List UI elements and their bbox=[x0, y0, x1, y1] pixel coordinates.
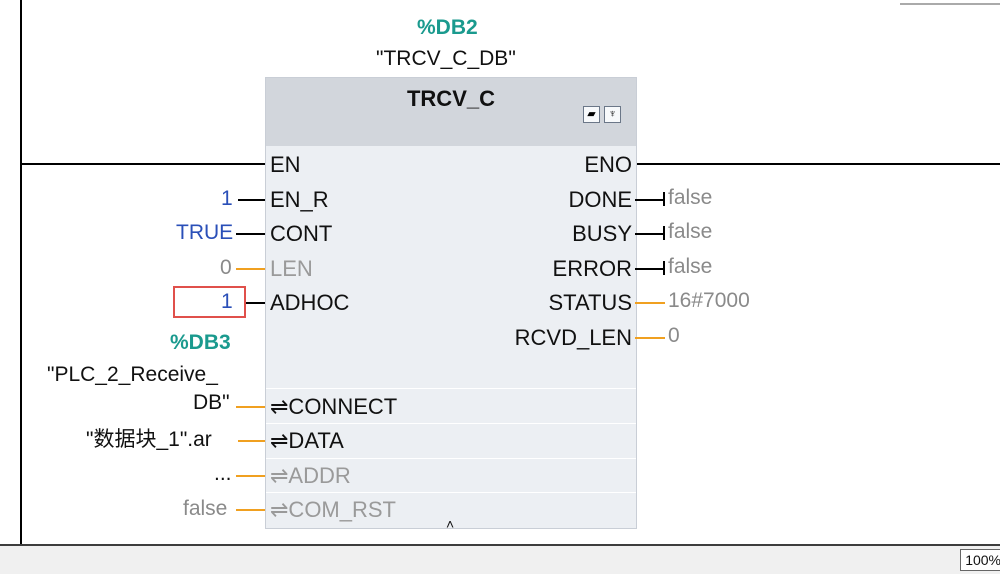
done-wire bbox=[635, 199, 665, 201]
connect-wire bbox=[236, 406, 265, 408]
pin-addr[interactable]: ⇌ADDR bbox=[270, 463, 351, 488]
block-title: TRCV_C bbox=[406, 86, 495, 111]
diagnostics-stethoscope-icon[interactable]: ♆ bbox=[604, 106, 621, 123]
pin-status[interactable]: STATUS bbox=[548, 290, 632, 315]
pin-en-r[interactable]: EN_R bbox=[270, 187, 329, 212]
adhoc-wire bbox=[246, 302, 265, 304]
trcv-c-block[interactable]: TRCV_C ▰ ♆ EN EN_R CONT LEN ADHOC ⇌CONNE… bbox=[265, 77, 637, 529]
pin-en[interactable]: EN bbox=[270, 152, 301, 177]
window-edge bbox=[900, 3, 1000, 5]
status-wire bbox=[635, 302, 665, 304]
pin-done[interactable]: DONE bbox=[568, 187, 632, 212]
connect-db-name-line2[interactable]: DB" bbox=[193, 391, 230, 414]
pin-cont[interactable]: CONT bbox=[270, 221, 333, 246]
pin-connect[interactable]: ⇌CONNECT bbox=[270, 394, 398, 419]
len-value[interactable]: 0 bbox=[220, 256, 232, 279]
pin-busy[interactable]: BUSY bbox=[572, 221, 632, 246]
instance-db-name[interactable]: "TRCV_C_DB" bbox=[376, 47, 516, 70]
pin-eno[interactable]: ENO bbox=[584, 152, 632, 177]
rcvd-len-value[interactable]: 0 bbox=[668, 324, 680, 347]
connect-db-name-line1[interactable]: "PLC_2_Receive_ bbox=[47, 363, 218, 386]
adhoc-value[interactable]: 1 bbox=[221, 290, 233, 313]
busy-value[interactable]: false bbox=[668, 220, 713, 243]
error-wire bbox=[635, 268, 665, 270]
expand-caret-icon[interactable]: ˄ bbox=[446, 516, 455, 532]
data-value[interactable]: "数据块_1".ar bbox=[86, 428, 212, 451]
addr-value[interactable]: ... bbox=[214, 462, 232, 485]
online-download-icon[interactable]: ▰ bbox=[583, 106, 600, 123]
pin-adhoc[interactable]: ADHOC bbox=[270, 290, 350, 315]
error-value[interactable]: false bbox=[668, 255, 713, 278]
eno-wire bbox=[635, 163, 1000, 165]
pin-data[interactable]: ⇌DATA bbox=[270, 428, 344, 453]
pin-error[interactable]: ERROR bbox=[552, 256, 632, 281]
done-value[interactable]: false bbox=[668, 186, 713, 209]
pin-rcvd-len[interactable]: RCVD_LEN bbox=[514, 325, 632, 350]
en-wire bbox=[22, 163, 265, 165]
adhoc-value-highlight bbox=[173, 286, 246, 318]
pin-len[interactable]: LEN bbox=[270, 256, 313, 281]
pin-com-rst[interactable]: ⇌COM_RST bbox=[270, 497, 396, 522]
instance-db-address[interactable]: %DB2 bbox=[417, 16, 478, 39]
en-r-value[interactable]: 1 bbox=[221, 187, 233, 210]
en-r-wire bbox=[238, 199, 265, 201]
addr-wire bbox=[236, 475, 265, 477]
power-rail bbox=[20, 0, 22, 545]
cont-value[interactable]: TRUE bbox=[176, 221, 234, 244]
com-rst-value[interactable]: false bbox=[183, 497, 228, 520]
busy-wire bbox=[635, 233, 665, 235]
com-rst-wire bbox=[236, 509, 265, 511]
zoom-level[interactable]: 100% bbox=[960, 549, 1000, 571]
status-value[interactable]: 16#7000 bbox=[668, 289, 750, 312]
status-bar: 100% bbox=[0, 544, 1000, 574]
connect-db-address[interactable]: %DB3 bbox=[170, 331, 231, 354]
rcvd-len-wire bbox=[635, 337, 665, 339]
block-header: TRCV_C ▰ ♆ bbox=[266, 78, 636, 146]
data-wire bbox=[238, 440, 265, 442]
inout-separator bbox=[266, 388, 636, 389]
len-wire bbox=[236, 268, 265, 270]
cont-wire bbox=[236, 233, 265, 235]
